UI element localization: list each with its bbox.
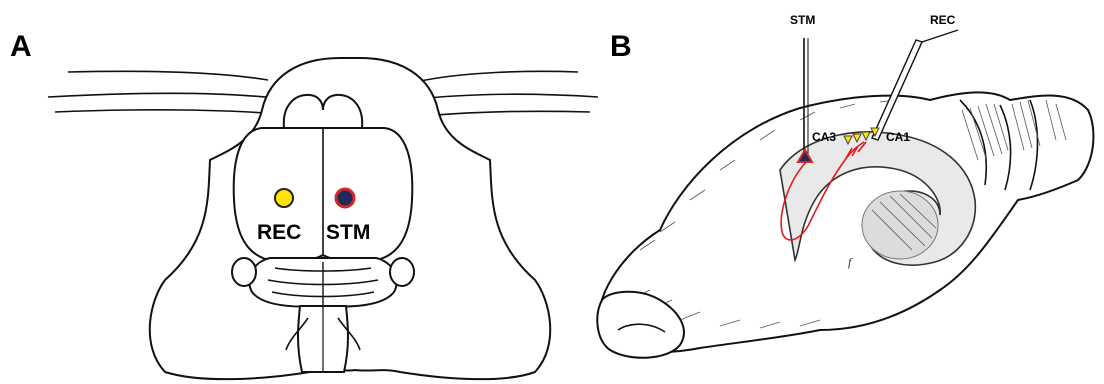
stm-label: STM <box>326 221 370 244</box>
cerebellum <box>232 258 414 307</box>
thalamus-region <box>862 191 938 259</box>
ca1-label: CA1 <box>886 130 910 144</box>
rec-site-marker <box>275 189 293 207</box>
panel-b: B <box>597 13 1093 358</box>
rec-label: REC <box>257 221 301 244</box>
stm-electrode-label: STM <box>790 13 815 27</box>
rec-electrode-label: REC <box>930 13 956 27</box>
ca3-label: CA3 <box>812 130 836 144</box>
panel-a-letter: A <box>10 30 32 63</box>
stm-site-marker <box>336 189 354 207</box>
panel-a: A <box>10 30 598 379</box>
panel-b-letter: B <box>610 30 632 63</box>
